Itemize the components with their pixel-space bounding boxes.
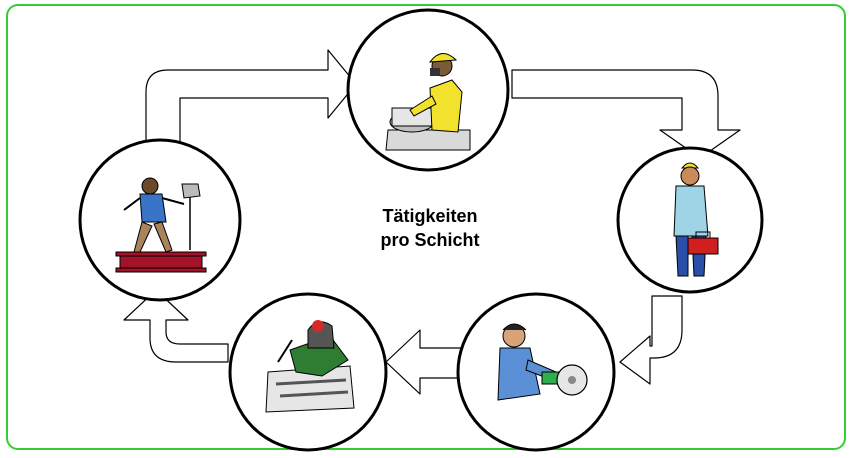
arrow-left-to-top [145, 49, 357, 159]
worker-with-toolbox-icon [673, 162, 719, 277]
welder-icon [265, 320, 355, 413]
worker-with-respirator-icon [385, 53, 471, 151]
center-label: Tätigkeiten pro Schicht [340, 204, 520, 252]
worker-lifting-steel-beam-icon [115, 177, 207, 273]
arrow-right-to-bottomright [619, 295, 683, 385]
center-label-line1: Tätigkeiten [382, 206, 478, 226]
arrow-welder-to-left [123, 289, 229, 363]
arrow-top-to-right [511, 69, 741, 159]
arrow-bottomright-to-welder [385, 329, 463, 395]
center-label-line2: pro Schicht [380, 230, 480, 250]
worker-with-grinder-icon [497, 323, 588, 401]
